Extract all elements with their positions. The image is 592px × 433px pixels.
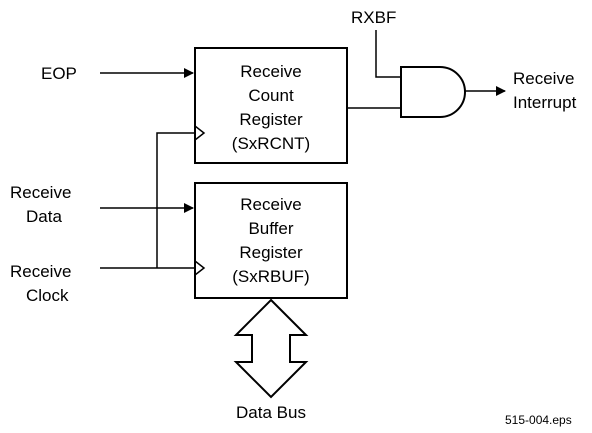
receive-interrupt-label-line-1: Receive xyxy=(513,69,574,88)
data-bus-double-arrow xyxy=(233,298,309,399)
buffer-register-line-1: Receive xyxy=(240,195,301,214)
receive-data-label-line-2: Data xyxy=(26,207,62,226)
receive-count-register-block: Receive Count Register (SxRCNT) xyxy=(194,47,348,164)
receive-buffer-register-block: Receive Buffer Register (SxRBUF) xyxy=(194,182,348,299)
receive-interrupt-label-line-2: Interrupt xyxy=(513,93,577,112)
and-gate xyxy=(400,66,466,118)
clock-branch-wire xyxy=(156,132,195,268)
buffer-register-line-3: Register xyxy=(239,243,303,262)
receive-data-label-line-1: Receive xyxy=(10,183,71,202)
rxbf-wire xyxy=(375,30,401,78)
count-register-line-1: Receive xyxy=(240,62,301,81)
data-bus-label: Data Bus xyxy=(236,403,306,422)
buffer-register-line-4: (SxRBUF) xyxy=(232,267,309,286)
buffer-register-line-2: Buffer xyxy=(248,219,293,238)
count-register-line-4: (SxRCNT) xyxy=(232,134,310,153)
eop-label: EOP xyxy=(41,64,77,83)
rxbf-label: RXBF xyxy=(351,8,396,27)
count-register-line-2: Count xyxy=(248,86,294,105)
count-register-line-3: Register xyxy=(239,110,303,129)
buffer-register-clock-triangle xyxy=(194,260,206,276)
receive-clock-label-line-2: Clock xyxy=(26,286,69,305)
receive-clock-label-line-1: Receive xyxy=(10,262,71,281)
receive-buffer-register-box xyxy=(194,182,348,299)
file-name-label: 515-004.eps xyxy=(505,413,572,427)
receive-count-register-box xyxy=(194,47,348,164)
count-register-clock-triangle xyxy=(194,125,206,141)
